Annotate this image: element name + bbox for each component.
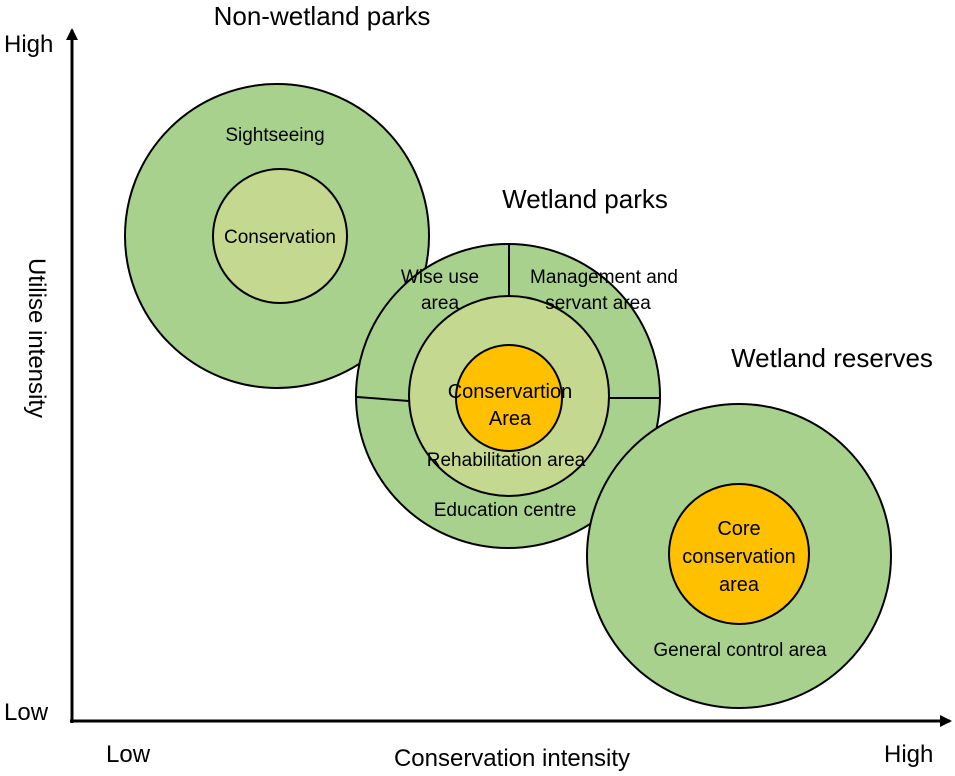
- core-conservation-label-2: conservation: [682, 546, 795, 568]
- wetland-parks-group: Wetland parks Wise use area Management a…: [355, 184, 678, 549]
- divider-left: [356, 396, 410, 402]
- conservation-area-label-1: Conservartion: [448, 381, 573, 403]
- conservation-circle: [212, 168, 348, 304]
- wetland-parks-title: Wetland parks: [502, 184, 668, 214]
- non-wetland-parks-group: Non-wetland parks Sightseeing Conservati…: [124, 1, 431, 389]
- wetland-reserves-title: Wetland reserves: [731, 343, 933, 373]
- sightseeing-label: Sightseeing: [225, 125, 324, 146]
- x-axis-low-label: Low: [106, 741, 151, 768]
- core-conservation-circle: [668, 483, 810, 625]
- non-wetland-parks-title: Non-wetland parks: [214, 1, 431, 31]
- core-conservation-label-3: area: [719, 574, 760, 596]
- conservation-label: Conservation: [224, 227, 336, 248]
- conservation-area-circle: [455, 344, 563, 452]
- x-axis-title: Conservation intensity: [394, 745, 630, 772]
- general-control-label: General control area: [653, 640, 827, 661]
- education-centre-label: Education centre: [434, 500, 577, 521]
- y-axis-high-label: High: [4, 31, 53, 58]
- core-conservation-label-1: Core: [717, 518, 760, 540]
- management-label-1: Management and: [530, 267, 678, 288]
- x-axis-high-label: High: [884, 741, 933, 768]
- conservation-area-label-2: Area: [489, 408, 532, 430]
- wise-use-label-2: area: [421, 293, 459, 314]
- y-axis-low-label: Low: [4, 699, 49, 726]
- y-axis-title: Utilise intensity: [23, 258, 50, 418]
- management-label-2: servant area: [545, 293, 651, 314]
- rehabilitation-label: Rehabilitation area: [427, 450, 586, 471]
- wise-use-label-1: Wise use: [401, 267, 479, 288]
- wetland-reserves-group: Wetland reserves Core conservation area …: [586, 343, 933, 709]
